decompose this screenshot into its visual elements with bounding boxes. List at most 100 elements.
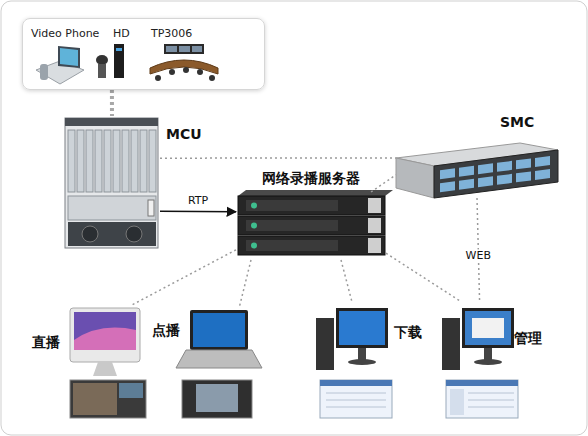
screenshot-video: [196, 384, 238, 412]
pc-tower: [316, 318, 334, 370]
mcu-chassis: [65, 118, 158, 248]
tp-chair: [197, 69, 203, 75]
node-label: SMC: [500, 114, 534, 131]
server-panel: [246, 220, 338, 231]
node-label: 直播: [32, 334, 60, 351]
drive-bay: [459, 166, 474, 177]
mcu-top-band: [65, 118, 158, 126]
node-label: 管理: [514, 330, 542, 347]
smc-front: [434, 150, 558, 198]
imac-stand: [93, 362, 117, 376]
server-handle: [368, 218, 381, 233]
node-label: 下载: [394, 324, 422, 341]
drive-bay: [440, 168, 455, 179]
mcu-board: [122, 130, 129, 192]
mcu-board: [104, 130, 111, 192]
server-logo: [251, 223, 257, 229]
mcu-board: [131, 130, 138, 192]
connector: [160, 210, 236, 212]
mcu-board: [149, 130, 156, 192]
client-node: 直播: [66, 306, 146, 378]
mcu-board: [77, 130, 84, 192]
laptop-base: [176, 350, 262, 368]
tp-screen: [166, 46, 177, 52]
hd-led: [116, 48, 122, 51]
server-node: 网络录播服务器: [236, 192, 386, 260]
imac-screen: [74, 312, 136, 350]
client-node: 点播: [182, 306, 254, 374]
mcu-board: [86, 130, 93, 192]
tp-table: [150, 60, 218, 74]
drive-bay: [516, 158, 531, 169]
pc-screen: [465, 311, 511, 345]
screenshot-row: [326, 400, 386, 401]
node-label: HD: [113, 27, 130, 40]
laptop-screen: [193, 313, 245, 347]
mcu-board: [95, 130, 102, 192]
mcu-handle: [148, 200, 154, 216]
hd-codec: [114, 44, 124, 78]
device-group: Video Phone HD TP3006: [22, 18, 265, 90]
hd-camera-stand: [98, 64, 106, 78]
tp-chair: [209, 75, 215, 81]
server-handle: [368, 238, 381, 253]
pc-monitor: [336, 308, 388, 348]
screenshot-video: [119, 383, 143, 398]
screenshot: [70, 380, 146, 418]
server-panel: [246, 240, 338, 251]
hd-camera: [96, 55, 108, 65]
server-unit: [238, 196, 385, 215]
drive-bay: [478, 176, 493, 187]
imac-body: [70, 308, 140, 362]
device-node: Video Phone: [27, 23, 97, 85]
phone-screen: [60, 48, 78, 66]
pc-stand: [484, 348, 492, 360]
edge-label: WEB: [464, 249, 493, 262]
tp-screens: [164, 44, 204, 54]
phone-handset: [40, 64, 48, 80]
drive-bay: [497, 174, 512, 185]
server-handle: [368, 198, 381, 213]
pc-monitor: [462, 308, 514, 348]
drive-bay: [497, 161, 512, 172]
connector: [160, 157, 396, 159]
screenshot-row: [326, 407, 386, 408]
tp-chair: [169, 69, 175, 75]
connector: [110, 90, 114, 116]
screenshot-row: [468, 407, 514, 408]
tp-chair: [183, 67, 189, 73]
node-label: TP3006: [151, 27, 192, 40]
node-label: 点播: [152, 322, 180, 339]
screenshot-menu: [450, 389, 464, 415]
connector: [386, 253, 462, 302]
mcu-board: [140, 130, 147, 192]
mcu-fan: [126, 226, 142, 242]
connector: [240, 260, 251, 306]
tp-screen: [179, 46, 190, 52]
edge-label: RTP: [186, 195, 210, 208]
drive-bay: [440, 181, 455, 192]
connector: [371, 175, 396, 192]
connector: [341, 260, 352, 302]
pc-screen: [339, 311, 385, 345]
server-logo: [251, 203, 257, 209]
smc-side: [396, 158, 434, 198]
server-panel: [246, 200, 338, 211]
node-label: MCU: [166, 126, 202, 143]
smc-node: SMC: [396, 140, 558, 198]
screenshot-bar: [446, 380, 518, 386]
node-label: 网络录播服务器: [262, 170, 360, 187]
device-node: TP3006: [149, 23, 261, 85]
server-unit: [238, 236, 385, 255]
screenshot-row: [468, 393, 514, 394]
server-unit: [238, 216, 385, 235]
mcu-board: [113, 130, 120, 192]
screenshot: [182, 380, 252, 418]
laptop-lid: [190, 310, 248, 350]
pc-stand: [358, 348, 366, 360]
phone-screen-frame: [58, 46, 80, 68]
mcu-node: MCU: [62, 116, 160, 252]
screenshot-row: [468, 400, 514, 401]
